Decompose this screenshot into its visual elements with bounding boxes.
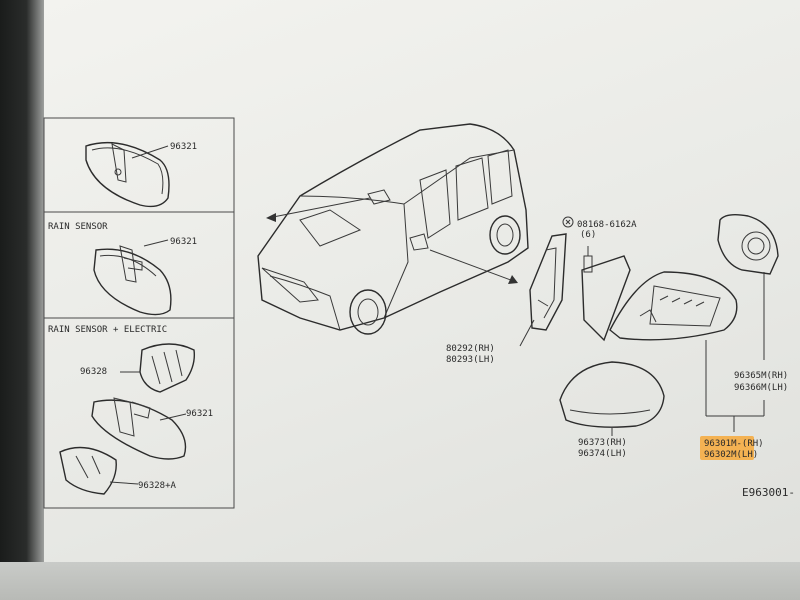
cap-rh-label: 96373(RH) <box>578 438 627 448</box>
part-number-96328: 96328 <box>80 367 107 377</box>
bolt-label: 08168-6162A <box>577 220 637 230</box>
inside-mirror-panel: 96321 RAIN SENSOR 96321 RAIN SENSOR + EL… <box>43 117 235 509</box>
door-mirror-drawing <box>581 255 738 342</box>
callout-arrows <box>266 197 518 284</box>
desk-edge <box>0 562 800 600</box>
rain-sensor-mirror-drawing <box>93 239 172 316</box>
section-title-rain-sensor: RAIN SENSOR <box>48 222 108 232</box>
door-finisher-drawing <box>529 233 567 331</box>
vehicle-drawing <box>257 123 529 335</box>
glass-rh-label: 96365M(RH) <box>734 371 788 381</box>
sensor-cover-drawing <box>120 343 196 393</box>
monitor-bezel <box>0 0 44 600</box>
mirror-rh-label: 96301M-(RH) <box>704 439 764 449</box>
mirror-lh-label: 96302M(LH) <box>704 450 758 460</box>
part-number-96321-electric: 96321 <box>186 409 213 419</box>
finisher-lh-label: 80293(LH) <box>446 355 495 365</box>
bolt-qty-label: (6) <box>580 230 596 240</box>
part-number-96321-rain: 96321 <box>170 237 197 247</box>
glass-lh-label: 96366M(LH) <box>734 383 788 393</box>
part-number-96321: 96321 <box>170 142 197 152</box>
cover-a-drawing <box>59 446 139 495</box>
part-number-96328-a: 96328+A <box>138 481 177 491</box>
mirror-cap-drawing <box>559 361 665 428</box>
cap-lh-label: 96374(LH) <box>578 449 627 459</box>
finisher-rh-label: 80292(RH) <box>446 344 495 354</box>
inside-mirror-drawing <box>85 141 170 208</box>
mirror-glass-drawing <box>717 213 779 275</box>
panel-box-standard <box>43 117 235 213</box>
panel-box-rain-sensor-electric <box>43 317 235 509</box>
section-title-rain-sensor-electric: RAIN SENSOR + ELECTRIC <box>48 325 167 335</box>
electric-mirror-drawing <box>91 397 187 460</box>
highlight-marker <box>700 436 754 460</box>
figure-code: E963001- <box>742 486 795 499</box>
bolt-drawing <box>562 216 593 273</box>
parts-diagram-sheet <box>44 0 800 562</box>
assembly-bracket <box>705 340 765 432</box>
